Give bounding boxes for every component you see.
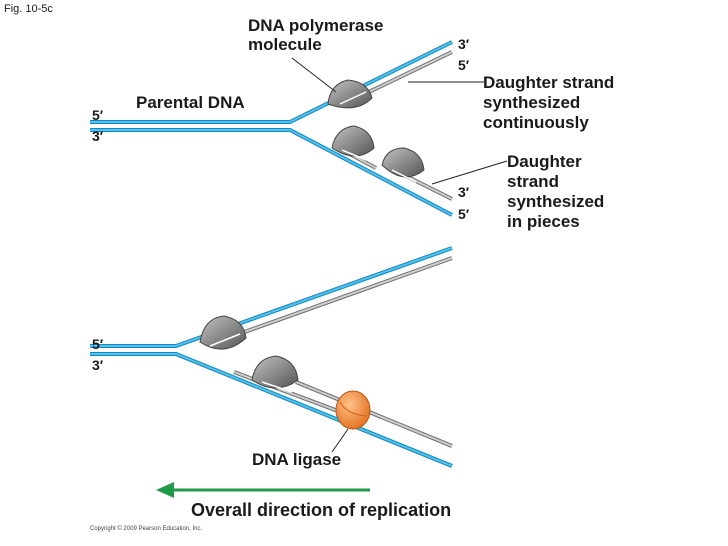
dna-ligase (335, 390, 371, 430)
dna-polymerase-leading (327, 79, 373, 109)
leading-daughter-strand-bottom (221, 256, 453, 342)
strand-end-label: 3′ (458, 36, 470, 52)
strand-end-label: 3′ (458, 184, 470, 200)
label-pointers-top (291, 57, 508, 185)
ligase-pointer (331, 428, 349, 453)
dna-polymerase-label: DNA polymerase molecule (248, 16, 384, 54)
strand-end-label: 3′ (92, 128, 104, 144)
direction-arrow (156, 482, 370, 498)
top-fork (90, 40, 508, 217)
parental-dna-label: Parental DNA (136, 93, 245, 112)
strand-end-label: 5′ (92, 107, 104, 123)
dna-polymerase-bottom-lagging (251, 355, 299, 393)
bottom-fork (90, 246, 453, 468)
continuous-strand-label: Daughter strand synthesized continuously (483, 73, 615, 132)
dna-polymerase-lagging-2 (381, 147, 425, 183)
replication-direction-label: Overall direction of replication (191, 500, 452, 520)
dna-polymerase-bottom-leading (199, 315, 247, 350)
strand-end-label: 3′ (92, 357, 104, 373)
strand-end-label: 5′ (458, 206, 470, 222)
strand-end-label: 5′ (92, 336, 104, 352)
dna-ligase-label: DNA ligase (252, 450, 342, 469)
figure-label: Fig. 10-5c (4, 3, 53, 15)
pieces-strand-label: Daughter strand synthesized in pieces (507, 152, 605, 231)
copyright-notice: Copyright © 2009 Pearson Education, Inc. (90, 526, 203, 532)
dna-polymerase-lagging-1 (331, 125, 375, 161)
strand-end-label: 5′ (458, 57, 470, 73)
